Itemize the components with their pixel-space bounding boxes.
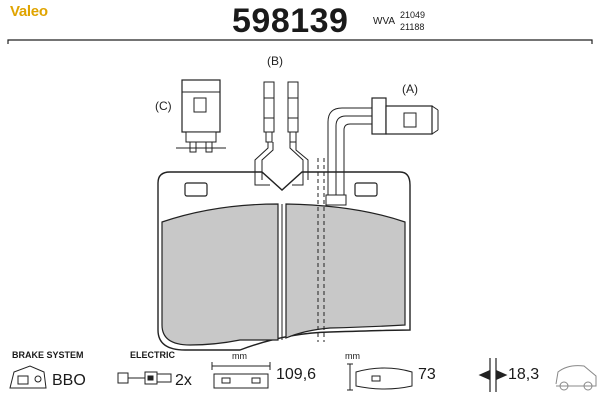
- sensor-plug-icon: [117, 371, 172, 385]
- drawing-frame: [7, 39, 593, 44]
- wire-b-left-inner: [261, 142, 274, 180]
- friction-material: [161, 203, 279, 346]
- wva-number-2: 21188: [400, 22, 425, 32]
- mounting-hole-right: [354, 182, 378, 197]
- wire-b-right-inner: [295, 142, 309, 180]
- caliper-icon: [9, 365, 47, 389]
- brand-logo: Valeo: [10, 3, 48, 20]
- connector-a-body: [371, 97, 387, 135]
- width-value: 109,6: [276, 366, 317, 383]
- callout-b: (B): [267, 54, 283, 68]
- callout-c: (C): [155, 99, 172, 113]
- wire-b-left: [254, 142, 270, 186]
- cable-a-outer: [327, 107, 372, 195]
- height-value: 73: [418, 366, 436, 383]
- part-number: 598139: [232, 2, 349, 40]
- friction-material-right: [285, 203, 406, 339]
- connector-b-pin-left: [263, 81, 275, 133]
- connector-b-pin-right: [287, 81, 299, 133]
- cable-a-inner: [343, 123, 372, 195]
- cable-a: [335, 115, 372, 195]
- callout-a: (A): [402, 82, 418, 96]
- electric-label: ELECTRIC: [130, 350, 175, 360]
- width-unit: mm: [232, 351, 247, 361]
- brake-system-value: BBO: [52, 372, 86, 389]
- thickness-value: 18,3: [508, 366, 540, 383]
- wva-label: WVA: [373, 16, 396, 27]
- sensor-clip: [325, 194, 347, 206]
- car-icon: [555, 365, 597, 391]
- height-unit: mm: [345, 351, 360, 361]
- pad-height-icon: [347, 363, 413, 391]
- wire-b-right: [289, 142, 304, 186]
- electric-value: 2x: [175, 372, 192, 389]
- thickness-icon: [478, 358, 508, 392]
- mounting-hole-left: [184, 182, 208, 197]
- pad-width-icon: [211, 362, 271, 389]
- brake-system-label: BRAKE SYSTEM: [12, 350, 84, 360]
- wva-number-1: 21049: [400, 10, 426, 20]
